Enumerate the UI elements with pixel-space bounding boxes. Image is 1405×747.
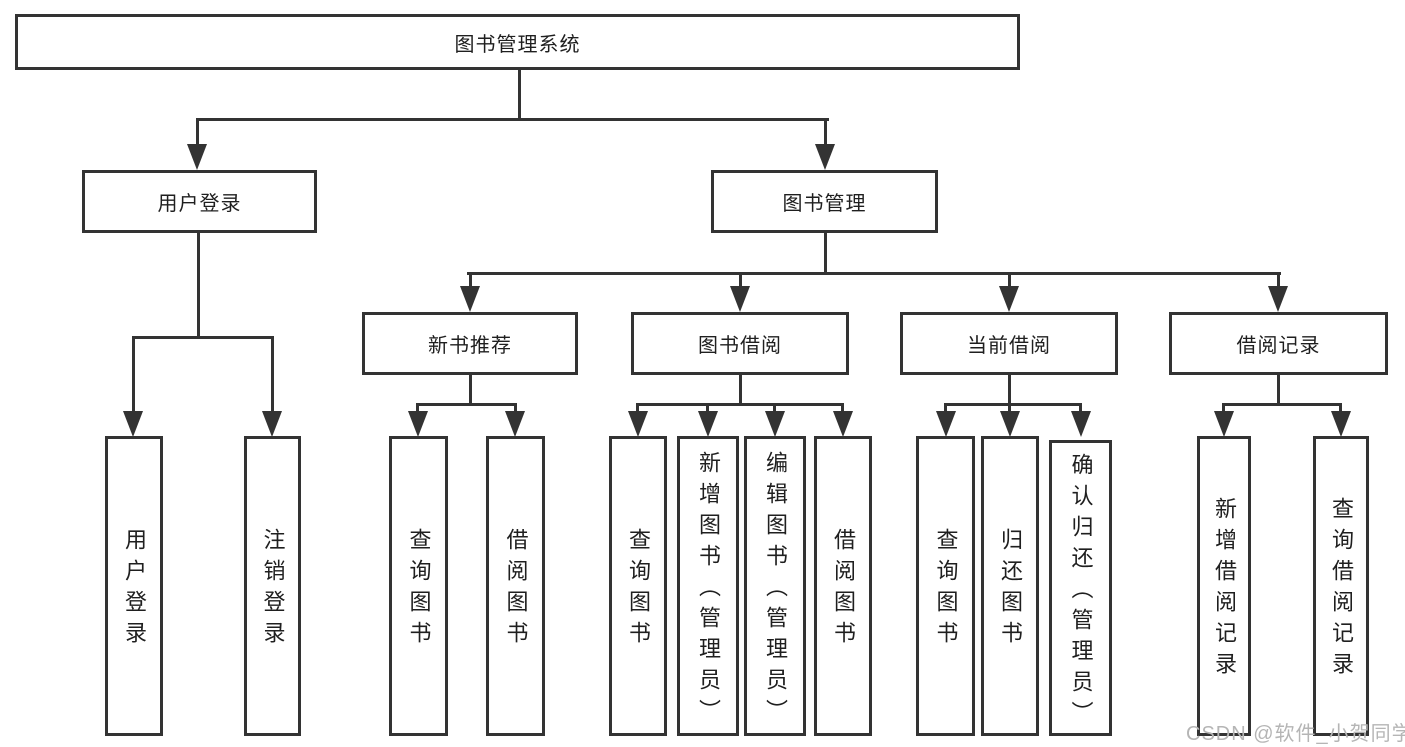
connector-currentborrow-stem: [1008, 272, 1011, 290]
leaf-newbook-borrow-books: 借阅图书: [486, 436, 545, 736]
node-user-login-label: 用户登录: [157, 193, 242, 215]
node-library-system-label: 图书管理系统: [454, 33, 581, 56]
connector-bookborrow-leaf2-stem: [706, 403, 709, 415]
node-new-book-recommend-label: 新书推荐: [428, 335, 512, 357]
connector-bookborrow-hline: [636, 403, 844, 406]
node-book-mgmt-label: 图书管理: [782, 193, 867, 215]
leaf-add-books-admin: 新增图书（管理员）: [677, 436, 739, 736]
leaf-add-borrow-record: 新增借阅记录: [1197, 436, 1251, 736]
arrow-borrowrecord-leaf2: [1331, 411, 1351, 437]
arrow-currentborrow-leaf3: [1071, 411, 1091, 437]
node-book-borrow: 图书借阅: [631, 312, 849, 375]
connector-bookborrow-leaf3-stem: [773, 403, 776, 415]
arrow-currentborrow: [999, 286, 1019, 312]
arrow-login-leaf2: [262, 411, 282, 437]
leaf-query-borrow-record: 查询借阅记录: [1313, 436, 1369, 736]
arrow-currentborrow-leaf1: [936, 411, 956, 437]
arrow-bookborrow: [730, 286, 750, 312]
leaf-edit-books-admin: 编辑图书（管理员）: [744, 436, 806, 736]
leaf-borrow-books: 借阅图书: [814, 436, 872, 736]
leaf-user-login: 用户登录: [105, 436, 163, 736]
arrow-borrowrecord: [1268, 286, 1288, 312]
arrow-book-mgmt: [815, 144, 835, 170]
arrow-user-login: [187, 144, 207, 170]
connector-book-mgmt-stem: [824, 118, 827, 148]
connector-currentborrow-leaf1-stem: [944, 403, 947, 415]
arrow-newbook-leaf2: [505, 411, 525, 437]
arrow-currentborrow-leaf2: [1000, 411, 1020, 437]
connector-currentborrow-hline: [944, 403, 1082, 406]
arrow-newbook-leaf1: [408, 411, 428, 437]
connector-bookborrow-leaf4-stem: [841, 403, 844, 415]
connector-currentborrow-leaf2-stem: [1008, 403, 1011, 415]
node-library-system: 图书管理系统: [15, 14, 1020, 70]
connector-currentborrow-down: [1008, 375, 1011, 406]
node-current-borrow: 当前借阅: [900, 312, 1118, 375]
connector-bookborrow-down: [739, 375, 742, 406]
connector-user-login-hline: [132, 336, 274, 339]
connector-book-mgmt-down: [824, 233, 827, 275]
node-borrow-record: 借阅记录: [1169, 312, 1388, 375]
connector-user-login-down: [197, 233, 200, 338]
connector-level2-hline: [196, 118, 829, 121]
connector-borrowrecord-leaf1-stem: [1222, 403, 1225, 415]
connector-borrowrecord-stem: [1277, 272, 1280, 290]
leaf-borrow-query-books: 查询图书: [609, 436, 667, 736]
arrow-bookborrow-leaf3: [765, 411, 785, 437]
connector-login-leaf2-stem: [271, 336, 274, 416]
connector-borrowrecord-leaf2-stem: [1339, 403, 1342, 415]
connector-user-login-stem: [196, 118, 199, 148]
leaf-return-books: 归还图书: [981, 436, 1039, 736]
connector-newbook-down: [469, 375, 472, 406]
node-user-login: 用户登录: [82, 170, 317, 233]
connector-level3-hline: [467, 272, 1281, 275]
connector-newbook-leaf1-stem: [416, 403, 419, 415]
connector-bookborrow-stem: [739, 272, 742, 290]
arrow-newbook: [460, 286, 480, 312]
connector-borrowrecord-down: [1277, 375, 1280, 406]
node-book-borrow-label: 图书借阅: [698, 335, 782, 357]
node-new-book-recommend: 新书推荐: [362, 312, 578, 375]
leaf-newbook-query-books: 查询图书: [389, 436, 448, 736]
connector-currentborrow-leaf3-stem: [1079, 403, 1082, 415]
connector-newbook-stem: [469, 272, 472, 290]
connector-bookborrow-leaf1-stem: [636, 403, 639, 415]
connector-newbook-hline: [416, 403, 517, 406]
arrow-login-leaf1: [123, 411, 143, 437]
connector-borrowrecord-hline: [1222, 403, 1342, 406]
node-current-borrow-label: 当前借阅: [967, 335, 1051, 357]
connector-login-leaf1-stem: [132, 336, 135, 416]
connector-root-stem: [518, 70, 521, 121]
leaf-logout: 注销登录: [244, 436, 301, 736]
arrow-borrowrecord-leaf1: [1214, 411, 1234, 437]
arrow-bookborrow-leaf4: [833, 411, 853, 437]
arrow-bookborrow-leaf2: [698, 411, 718, 437]
node-book-mgmt: 图书管理: [711, 170, 938, 233]
connector-newbook-leaf2-stem: [514, 403, 517, 415]
leaf-current-query-books: 查询图书: [916, 436, 975, 736]
csdn-watermark: CSDN @软件_小贺同学: [1186, 723, 1405, 745]
leaf-confirm-return-admin: 确认归还（管理员）: [1049, 440, 1112, 736]
node-borrow-record-label: 借阅记录: [1236, 335, 1321, 357]
arrow-bookborrow-leaf1: [628, 411, 648, 437]
